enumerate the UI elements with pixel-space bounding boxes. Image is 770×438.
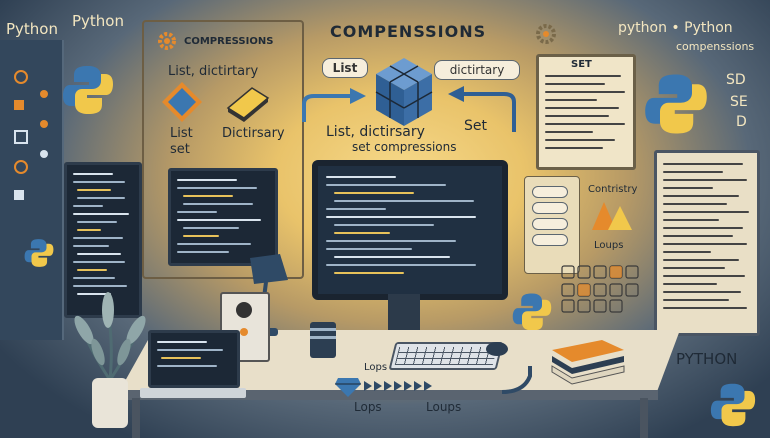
cup-icon	[310, 322, 336, 358]
sidebar-icon	[40, 90, 48, 98]
right-code-screen	[654, 150, 760, 336]
loups-label: Loups	[594, 240, 624, 251]
sidebar-icon	[14, 100, 24, 110]
cube-icon	[372, 56, 436, 128]
arrow-icon	[300, 86, 368, 126]
flowchart-node	[532, 202, 568, 214]
arrow-icon	[364, 378, 436, 392]
list-set-label-1: List	[170, 126, 193, 141]
arrow-icon	[444, 84, 520, 134]
list-tag: List	[322, 58, 368, 78]
comprehension-line2: set compressions	[352, 140, 457, 154]
python-logo-icon	[710, 382, 756, 428]
dictirsary-label: Dictirsary	[222, 126, 285, 141]
python-logo-icon	[644, 72, 708, 136]
books-icon	[222, 82, 272, 122]
list-set-label-2: set	[170, 142, 190, 157]
comprehension-line1: List, dictirsary	[326, 124, 425, 140]
right-set-screen: SET	[536, 54, 636, 170]
sidebar-icon	[14, 70, 28, 84]
left-framed-panel	[142, 20, 304, 279]
side-letter-3: D	[736, 114, 747, 130]
flowchart-node	[532, 218, 568, 230]
loups-bottom-label: Loups	[426, 400, 462, 414]
side-letter-1: SD	[726, 72, 746, 88]
plant-icon	[70, 290, 150, 430]
sidebar-icon	[14, 160, 28, 174]
list-dict-label: List, dictirtary	[168, 64, 259, 79]
gear-icon	[534, 22, 558, 46]
diamond-icon	[334, 376, 362, 398]
left-code-screen	[64, 162, 142, 318]
flowchart-node	[532, 234, 568, 246]
python-label: PYTHON	[676, 350, 738, 368]
mouse-icon	[486, 342, 508, 356]
pc-tower	[220, 292, 270, 362]
left-sidebar-panel	[0, 40, 64, 340]
dictirtary-tag: dictirtary	[434, 60, 520, 80]
lops-label-2: Lops	[354, 400, 382, 414]
set-label: Set	[464, 118, 487, 134]
top-left-title: Python	[6, 20, 58, 38]
python-logo-icon	[62, 64, 114, 116]
top-left-title-2: Python	[72, 12, 124, 30]
contristry-label: Contristry	[588, 184, 638, 195]
sidebar-icon	[40, 120, 48, 128]
sidebar-icon	[14, 130, 28, 144]
flowchart-node	[532, 186, 568, 198]
sidebar-icon	[40, 150, 48, 158]
set-header: SET	[571, 59, 592, 70]
desk-edge	[112, 390, 658, 400]
sidebar-icon	[14, 190, 24, 200]
lops-label-1: Lops	[364, 362, 388, 373]
top-right-title-2: compenssions	[676, 40, 755, 53]
top-center-title: COMPENSSIONS	[330, 22, 487, 41]
small-panel-title: COMPRESSIONS	[184, 36, 274, 47]
python-logo-icon	[24, 238, 54, 268]
python-logo-icon	[512, 292, 552, 332]
diamond-icon	[160, 80, 204, 124]
monitor-stand	[388, 294, 420, 334]
desk-leg	[640, 398, 648, 438]
gear-icon	[156, 30, 178, 52]
mid-left-code-screen	[168, 168, 278, 266]
laptop-icon	[140, 330, 246, 406]
side-letter-2: SE	[730, 94, 748, 110]
arrow-icon	[500, 362, 540, 398]
triangle-icon	[590, 200, 634, 232]
books-icon	[548, 336, 628, 386]
desk-leg	[132, 398, 140, 438]
monitor-icon	[312, 160, 508, 300]
top-right-title-1: python • Python	[618, 20, 733, 36]
symbol-grid	[560, 262, 644, 314]
